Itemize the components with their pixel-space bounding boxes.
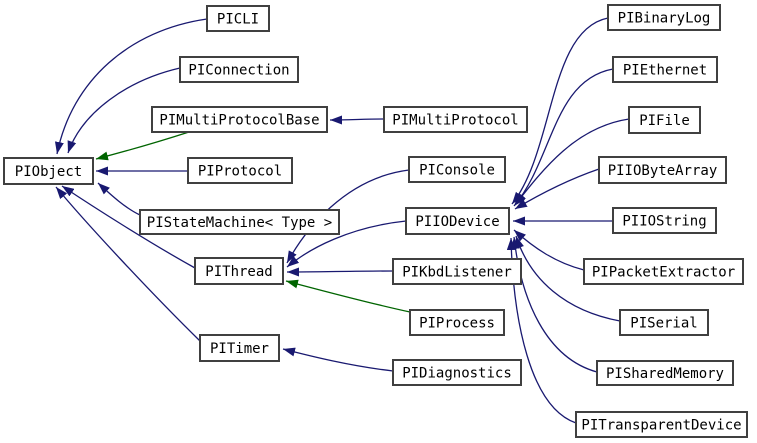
class-node-pitransparentdevice[interactable]: PITransparentDevice [575,411,748,438]
inheritance-edge-pikbdlistener-to-pithread [286,267,394,277]
class-node-piconsole[interactable]: PIConsole [408,156,506,183]
class-node-piiodevice[interactable]: PIIODevice [405,207,510,235]
class-box[interactable] [206,5,270,32]
class-box[interactable] [607,4,721,31]
class-box[interactable] [405,207,510,235]
class-node-pisharedmemory[interactable]: PISharedMemory [596,360,734,386]
class-label: PISerial [630,316,697,332]
class-label: PIConsole [419,163,495,179]
class-box[interactable] [598,156,727,184]
class-box[interactable] [583,258,744,285]
class-node-picli[interactable]: PICLI [206,5,270,32]
class-node-piprotocol[interactable]: PIProtocol [187,157,293,184]
class-box[interactable] [392,359,522,386]
inheritance-edge-piprocess-to-pithread [285,279,411,313]
class-box[interactable] [612,207,717,234]
inheritance-edge-piiobytearray-to-piiodevice [514,168,600,210]
class-label: PIBinaryLog [618,11,711,27]
inheritance-edge-piserial-to-piiodevice [515,235,621,322]
class-label: PIDiagnostics [402,366,512,382]
inheritance-edge-pidiagnostics-to-pitimer [282,347,394,372]
class-label: PIMultiProtocolBase [159,113,319,129]
class-label: PIEthernet [623,63,707,79]
class-node-piiobytearray[interactable]: PIIOByteArray [598,156,727,184]
class-node-pithread[interactable]: PIThread [194,257,284,285]
class-box[interactable] [575,411,748,438]
class-label: PIKbdListener [402,265,512,281]
class-box[interactable] [409,309,505,336]
class-node-pimultiprotocolbase[interactable]: PIMultiProtocolBase [151,106,328,133]
class-node-pikbdlistener[interactable]: PIKbdListener [392,258,522,285]
class-box[interactable] [139,209,340,235]
class-label: PIIOByteArray [608,163,718,179]
class-node-pipacketextractor[interactable]: PIPacketExtractor [583,258,744,285]
class-box[interactable] [199,334,280,362]
class-box[interactable] [408,156,506,183]
class-box[interactable] [596,360,734,386]
inheritance-edge-piconnection-to-piobject [67,67,181,154]
inheritance-edge-pithread-to-piobject [61,185,196,269]
inheritance-edge-piiodevice-to-pithread [286,220,407,268]
inheritance-edge-pibinarylog-to-piiodevice [511,17,609,205]
inheritance-edge-pimultiprotocol-to-pimultiprotocolbase [329,115,385,125]
class-label: PISharedMemory [606,366,724,382]
class-label: PIMultiProtocol [392,113,518,129]
inheritance-edge-pifile-to-piiodevice [514,118,630,206]
class-node-piobject[interactable]: PIObject [3,157,94,185]
class-box[interactable] [187,157,293,184]
class-node-piiostring[interactable]: PIIOString [612,207,717,234]
class-label: PIIOString [622,214,706,230]
class-label: PIPacketExtractor [592,265,735,281]
inheritance-edge-pitimer-to-piobject [55,186,201,342]
class-node-piethernet[interactable]: PIEthernet [612,56,718,83]
class-label: PITimer [210,341,269,357]
class-node-piconnection[interactable]: PIConnection [179,56,299,83]
class-label: PIIODevice [415,214,499,230]
class-node-pistatemachine[interactable]: PIStateMachine< Type > [139,209,340,235]
class-node-pitimer[interactable]: PITimer [199,334,280,362]
inheritance-edge-picli-to-piobject [54,18,208,155]
class-label: PIStateMachine< Type > [147,215,332,231]
nodes-layer: PIObject PICLI PIConnectionPIMultiProtocol… [3,4,748,438]
class-box[interactable] [179,56,299,83]
class-node-pimultiprotocol[interactable]: PIMultiProtocol [383,106,528,133]
class-label: PIProcess [419,316,495,332]
class-label: PICLI [217,12,259,28]
inheritance-edge-piethernet-to-piiodevice [513,68,614,207]
class-box[interactable] [612,56,718,83]
inheritance-edge-pimultiprotocolbase-to-piobject [95,131,190,161]
class-node-pidiagnostics[interactable]: PIDiagnostics [392,359,522,386]
class-node-pifile[interactable]: PIFile [628,106,701,134]
class-label: PIConnection [188,63,289,79]
class-box[interactable] [619,309,709,336]
class-label: PITransparentDevice [581,418,741,434]
class-label: PIObject [15,164,82,180]
class-label: PIProtocol [198,164,282,180]
class-node-piprocess[interactable]: PIProcess [409,309,505,336]
class-box[interactable] [194,257,284,285]
class-box[interactable] [3,157,94,185]
class-label: PIThread [205,264,272,280]
class-box[interactable] [151,106,328,133]
class-node-piserial[interactable]: PISerial [619,309,709,336]
class-box[interactable] [383,106,528,133]
inheritance-edge-pipacketextractor-to-piiodevice [513,229,585,271]
class-box[interactable] [628,106,701,134]
class-label: PIFile [639,113,690,129]
class-node-pibinarylog[interactable]: PIBinaryLog [607,4,721,31]
class-box[interactable] [392,258,522,285]
inheritance-edge-piconsole-to-pithread [286,169,410,264]
inheritance-edge-pistatemachine-to-piobject [97,182,141,216]
